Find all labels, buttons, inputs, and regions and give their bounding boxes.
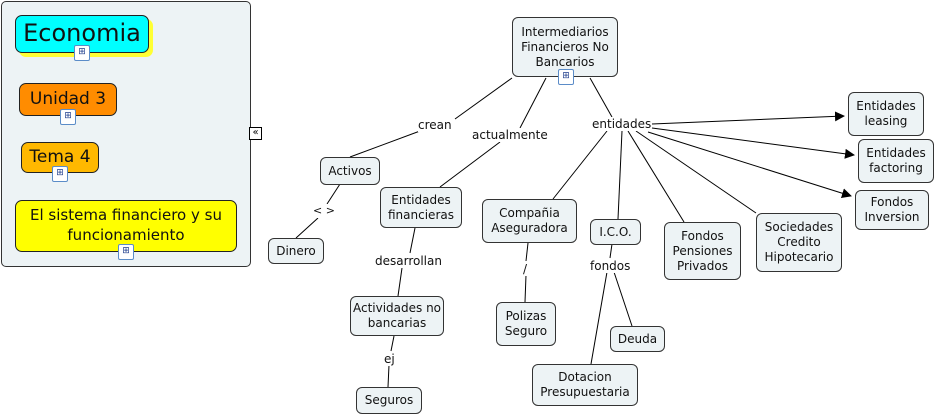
concept-sociedades[interactable]: Sociedades Credito Hipotecario: [756, 213, 842, 272]
concept-ico[interactable]: I.C.O.: [590, 219, 641, 245]
concept-dotacion[interactable]: Dotacion Presupuestaria: [532, 364, 638, 406]
submap-icon[interactable]: ⊞: [558, 69, 574, 85]
nav-sistema[interactable]: El sistema financiero y su funcionamient…: [15, 200, 237, 252]
concept-compania[interactable]: Compañia Aseguradora: [482, 199, 577, 243]
submap-icon[interactable]: ⊞: [74, 45, 90, 61]
link-ej[interactable]: ej: [384, 352, 395, 366]
concept-seguros[interactable]: Seguros: [356, 387, 422, 414]
concept-intermediarios[interactable]: Intermediarios Financieros No Bancarios: [512, 17, 618, 77]
collapse-panel-button[interactable]: «: [249, 127, 262, 140]
link-fondos[interactable]: fondos: [590, 259, 631, 273]
submap-icon[interactable]: ⊞: [118, 244, 134, 260]
concept-entidades-financieras[interactable]: Entidades financieras: [380, 187, 462, 228]
concept-fondos-inversion[interactable]: Fondos Inversion: [855, 190, 929, 230]
submap-icon[interactable]: ⊞: [60, 109, 76, 125]
link-entidades[interactable]: entidades: [592, 117, 652, 131]
link-desarrollan[interactable]: desarrollan: [375, 254, 442, 268]
link-actualmente[interactable]: actualmente: [472, 128, 548, 142]
concept-actividades[interactable]: Actividades no bancarias: [350, 296, 444, 336]
concept-activos[interactable]: Activos: [320, 157, 380, 185]
submap-icon[interactable]: ⊞: [52, 166, 68, 182]
concept-leasing[interactable]: Entidades leasing: [848, 92, 924, 136]
link-slash[interactable]: /: [523, 262, 528, 276]
concept-fondos-pensiones[interactable]: Fondos Pensiones Privados: [664, 222, 741, 280]
link-crean[interactable]: crean: [418, 118, 452, 132]
concept-dinero[interactable]: Dinero: [268, 238, 324, 264]
concept-deuda[interactable]: Deuda: [610, 326, 665, 352]
concept-factoring[interactable]: Entidades factoring: [858, 139, 934, 183]
link-diamond[interactable]: < >: [313, 204, 335, 218]
concept-polizas[interactable]: Polizas Seguro: [496, 302, 556, 346]
